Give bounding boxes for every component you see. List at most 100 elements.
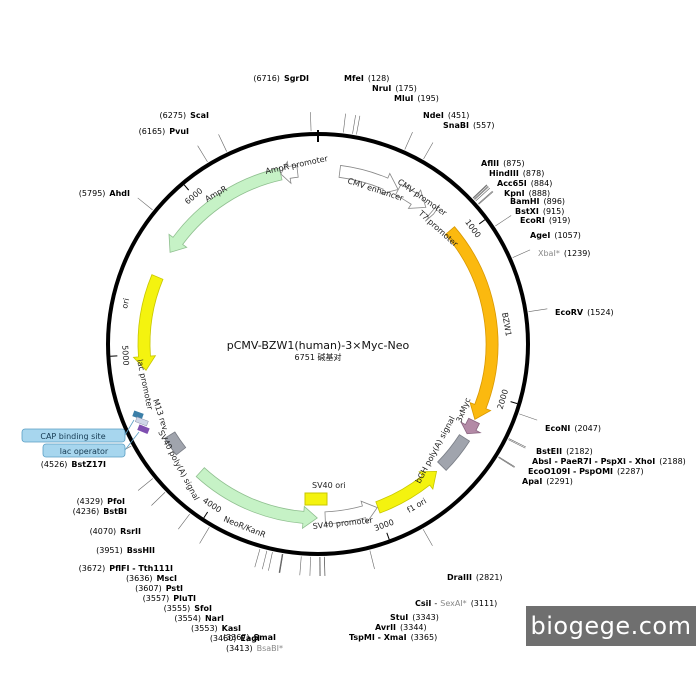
- site-bamhi: BamHI(896): [510, 197, 565, 206]
- feature-ampr: [168, 167, 283, 253]
- site-xhoi-group: AbsI - PaeR7I - PspXI - XhoI(2188): [532, 457, 686, 466]
- site-ecori: EcoRI(919): [520, 216, 570, 225]
- feature-label-ori: ori: [120, 297, 131, 309]
- tick-label-5000: 5000: [120, 345, 130, 366]
- site-stui: StuI(3343): [390, 613, 439, 622]
- site-rsrii: (4070)RsrII: [90, 527, 141, 536]
- site-leader-line: [478, 190, 493, 204]
- site-leader-line: [278, 553, 283, 573]
- site-aflii: AflII(875): [481, 159, 525, 168]
- tick-label-2000: 2000: [496, 388, 510, 410]
- site-leader-line: [478, 191, 494, 205]
- plasmid-name: pCMV-BZW1(human)-3×Myc-Neo: [227, 339, 410, 352]
- site-nrui: NruI(175): [372, 84, 417, 93]
- site-csii: CsiI-SexAI*(3111): [415, 599, 497, 608]
- site-xbai: XbaI*(1239): [538, 249, 590, 258]
- site-bsabi: (3413)BsaBI*: [226, 644, 283, 653]
- tick-3000: [386, 532, 390, 540]
- feature-sv40-promoter: [324, 500, 378, 525]
- site-leader-line: [137, 478, 154, 491]
- sv40-ori-box: [304, 492, 328, 506]
- site-nari: (3554)NarI: [174, 614, 224, 623]
- site-agei: AgeI(1057): [530, 231, 581, 240]
- site-leader-line: [356, 115, 361, 135]
- site-leader-line: [199, 527, 210, 544]
- site-bsteii: BstEII(2182): [536, 447, 593, 456]
- site-pluti: (3557)PluTI: [143, 594, 196, 603]
- feature-cmv-promoter: [394, 183, 427, 209]
- site-leader-line: [508, 439, 526, 449]
- site-leader-line: [178, 513, 190, 530]
- site-acc65i: Acc65I(884): [497, 179, 552, 188]
- feature-arcs: [132, 160, 499, 530]
- tick-4000: [203, 511, 209, 519]
- site-leader-line: [422, 529, 433, 546]
- site-leader-line: [474, 186, 489, 200]
- site-leader-line: [528, 308, 548, 312]
- feature-ampr-promoter: [280, 160, 299, 185]
- site-leader-line: [404, 132, 413, 150]
- feature-ori: [132, 274, 164, 371]
- site-pspomi-group: EcoO109I - PspOMI(2287): [528, 467, 644, 476]
- m13-rev-mark: [135, 416, 149, 427]
- site-avrii: AvrII(3344): [375, 623, 427, 632]
- site-leader-lines: [114, 112, 548, 576]
- site-leader-line: [343, 113, 346, 133]
- feature-label-bzw1: BZW1: [500, 312, 513, 337]
- site-eagi: (3460)EagI: [210, 634, 260, 643]
- site-scai: (6275)ScaI: [160, 111, 210, 120]
- site-leader-line: [473, 185, 488, 199]
- site-leader-line: [218, 134, 227, 152]
- tick-1000: [478, 219, 486, 225]
- site-leader-line: [519, 413, 538, 421]
- cap-binding-site-box: CAP binding site: [21, 419, 135, 443]
- tick-label-6000: 6000: [183, 186, 204, 206]
- site-bstz17i: (4526)BstZ17I: [41, 460, 106, 469]
- tick-label-3000: 3000: [373, 518, 395, 533]
- tick-label-4000: 4000: [201, 496, 223, 515]
- site-sfoi: (3555)SfoI: [164, 604, 212, 613]
- feature-label-lac-promoter: lac promoter: [135, 359, 155, 412]
- plasmid-size: 6751 碱基对: [295, 352, 342, 362]
- feature-bgh-poly-a-signal: [437, 434, 471, 471]
- site-leader-line: [473, 185, 489, 200]
- site-ndei: NdeI(451): [423, 111, 469, 120]
- svg-text:CAP binding site: CAP binding site: [40, 432, 105, 441]
- feature-bzw1: [444, 226, 499, 420]
- site-leader-line: [299, 556, 302, 576]
- site-bstbi: (4236)BstBI: [73, 507, 127, 516]
- site-leader-line: [323, 556, 326, 576]
- site-leader-line: [262, 550, 268, 570]
- site-sgrdi: (6716)SgrDI: [253, 74, 309, 83]
- lac-operator-mark: [137, 424, 150, 435]
- sv40-ori-label: SV40 ori: [312, 481, 346, 490]
- site-smai: (3367)SmaI: [223, 633, 276, 642]
- feature-label-sv40-promoter: SV40 promoter: [312, 516, 374, 531]
- site-kasi: (3553)KasI: [191, 624, 241, 633]
- site-leader-line: [512, 249, 531, 258]
- site-leader-line: [498, 457, 515, 468]
- site-apai: ApaI(2291): [522, 477, 573, 486]
- site-psti: (3607)PstI: [135, 584, 183, 593]
- site-leader-line: [309, 556, 311, 576]
- feature-sv40-poly-a-signal: [164, 431, 187, 456]
- site-leader-line: [423, 142, 434, 160]
- site-leader-line: [254, 548, 261, 568]
- site-leader-line: [475, 187, 491, 202]
- site-leader-line: [137, 197, 153, 211]
- site-pfoi: (4329)PfoI: [77, 497, 125, 506]
- site-leader-line: [197, 145, 208, 163]
- watermark-logo: biogege.com: [526, 606, 696, 646]
- site-leader-line: [508, 438, 527, 448]
- site-ecorv: EcoRV(1524): [555, 308, 614, 317]
- feature-t7-promoter: [424, 204, 441, 222]
- site-leader-line: [352, 115, 356, 134]
- site-draiii: DraIII(2821): [447, 573, 503, 582]
- lac-operator-box: lac operator: [42, 431, 140, 458]
- site-pvui: (6165)PvuI: [139, 127, 189, 136]
- tick-2000: [510, 401, 518, 405]
- feature-neor-kanr: [195, 467, 318, 530]
- cap-site-mark: [132, 410, 144, 420]
- site-leader-line: [268, 552, 273, 571]
- site-xmai-group: TspMI - XmaI(3365): [349, 633, 437, 642]
